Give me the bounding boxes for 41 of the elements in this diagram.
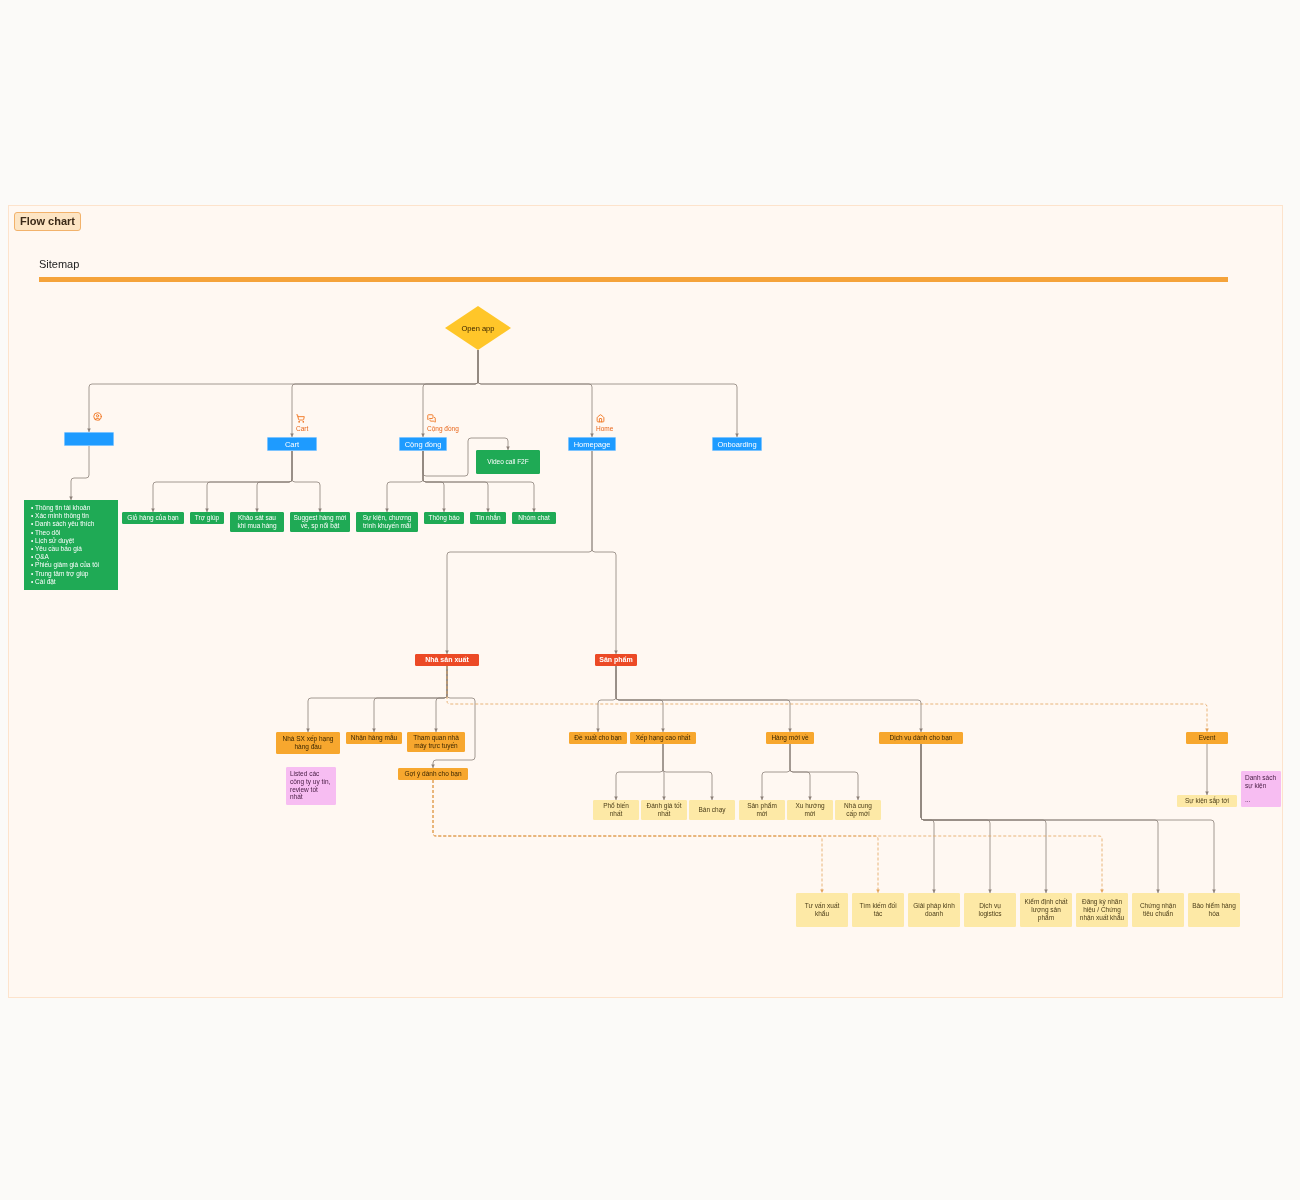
category-box	[879, 732, 963, 744]
decision-diamond	[445, 306, 511, 350]
page-box	[64, 432, 114, 446]
page-box	[712, 437, 762, 451]
subcategory-box	[1177, 795, 1237, 807]
subcategory-box	[593, 800, 639, 820]
feature-box	[470, 512, 506, 524]
category-box	[766, 732, 814, 744]
subcategory-box	[908, 893, 960, 927]
page-box	[399, 437, 447, 451]
section-box	[415, 654, 479, 666]
subcategory-box	[796, 893, 848, 927]
category-box	[630, 732, 696, 744]
subcategory-box	[1132, 893, 1184, 927]
page-box	[267, 437, 317, 451]
subcategory-box	[964, 893, 1016, 927]
feature-list-box	[24, 500, 118, 590]
feature-box	[512, 512, 556, 524]
feature-box	[230, 512, 284, 532]
subcategory-box	[689, 800, 735, 820]
subcategory-box	[852, 893, 904, 927]
page-box	[568, 437, 616, 451]
category-box	[407, 732, 465, 752]
category-box	[569, 732, 627, 744]
category-box	[1186, 732, 1228, 744]
section-heading: Sitemap	[39, 258, 80, 271]
subcategory-box	[835, 800, 881, 820]
subcategory-box	[739, 800, 785, 820]
feature-box	[476, 450, 540, 474]
subcategory-box	[787, 800, 833, 820]
frame-title: Flow chart	[14, 212, 81, 231]
section-box	[595, 654, 637, 666]
feature-box	[424, 512, 464, 524]
category-box	[276, 732, 340, 754]
category-box	[398, 768, 468, 780]
feature-box	[356, 512, 418, 532]
subcategory-box	[1188, 893, 1240, 927]
feature-box	[122, 512, 184, 524]
sticky-note	[1241, 771, 1281, 807]
feature-box	[190, 512, 224, 524]
category-box	[346, 732, 402, 744]
